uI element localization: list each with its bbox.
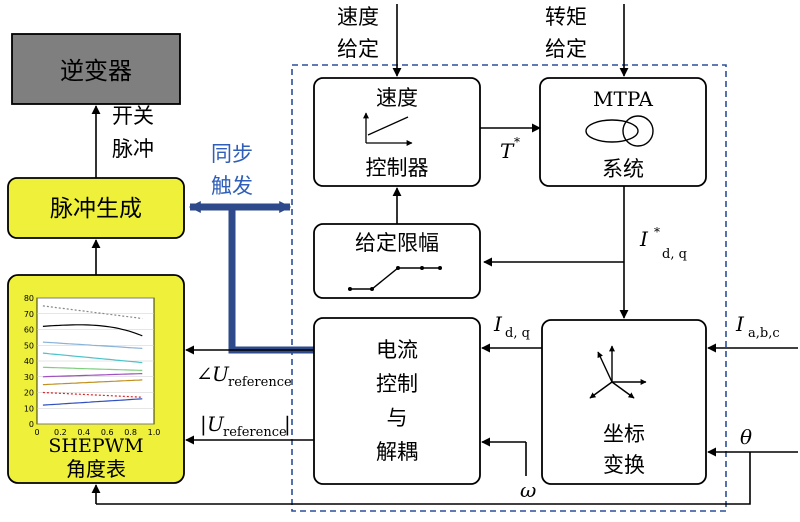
omega-label: ω: [520, 478, 536, 502]
ramp-graph-icon: [363, 112, 413, 146]
t-star-label: T: [500, 139, 515, 163]
inset-x-tick: 1.0: [148, 428, 161, 437]
inset-x-tick: 0.2: [54, 428, 67, 437]
sync-trigger-bus: [188, 201, 314, 354]
coord-label-1: 坐标: [603, 422, 645, 446]
inset-curve: [42, 352, 143, 364]
inset-curve: [42, 324, 143, 337]
shepwm-label-2: 角度表: [66, 457, 126, 481]
current-control-block: 电流 控制 与 解耦: [313, 317, 481, 485]
inset-x-tick: 0: [34, 428, 39, 437]
coord-transform-block: 坐标 变换: [541, 319, 707, 485]
inset-x-ticks: 0 0.2 0.4 0.6 0.8 1.0: [34, 428, 160, 437]
mtpa-block: MTPA 系统: [539, 77, 707, 187]
limiter-label: 给定限幅: [355, 231, 439, 255]
theta-label: θ: [740, 425, 752, 449]
inset-y-tick: 50: [24, 341, 34, 350]
inset-y-tick: 70: [24, 310, 34, 319]
inset-curve: [42, 398, 143, 406]
abc-axes-icon: [589, 345, 647, 399]
inset-chart: 0 10 20 30 40 50 60 70 80 0 0.2 0.4 0.6 0.8 1.0: [24, 294, 161, 437]
inset-curve: [42, 379, 143, 386]
idq-star-sub: d, q: [662, 247, 687, 262]
shepwm-block: 0 10 20 30 40 50 60 70 80 0 0.2 0.4 0.6 0.8 1.0 SHEPW…: [7, 274, 185, 484]
inset-y-tick: 60: [24, 326, 34, 335]
inset-curve: [42, 305, 143, 320]
inset-x-tick: 0.4: [77, 428, 90, 437]
inset-y-tick: 10: [24, 404, 34, 413]
torque-ref-label-2: 给定: [545, 37, 587, 61]
sync-label-2: 触发: [211, 174, 253, 198]
shepwm-label-1: SHEPWM: [48, 435, 143, 457]
inset-curve: [42, 341, 143, 349]
inset-y-tick: 80: [24, 294, 34, 303]
inset-y-tick: 30: [24, 373, 34, 382]
inverter-label: 逆变器: [60, 57, 132, 85]
angle-ref-u: U: [212, 362, 230, 386]
switch-label-1: 开关: [112, 104, 154, 128]
idq-star-sup: *: [654, 225, 660, 239]
idq-sub: d, q: [505, 326, 530, 341]
angle-ref-sub: reference: [228, 375, 292, 390]
inverter-block: 逆变器: [11, 33, 181, 105]
sync-label-1: 同步: [211, 142, 253, 166]
inset-grid: [37, 297, 154, 425]
limiter-block: 给定限幅: [313, 223, 481, 299]
current-ctrl-label-2: 控制: [376, 372, 418, 396]
speed-controller-block: 速度 控制器: [313, 77, 481, 187]
current-ctrl-label-4: 解耦: [376, 440, 418, 464]
inset-y-ticks: 0 10 20 30 40 50 60 70 80: [24, 294, 34, 429]
mtpa-label-1: MTPA: [593, 87, 653, 111]
current-ctrl-label-1: 电流: [376, 338, 418, 362]
pulse-gen-label: 脉冲生成: [50, 196, 142, 222]
inset-curve: [42, 391, 143, 398]
t-star-sup: *: [514, 135, 520, 149]
mag-ref-suffix: |: [284, 412, 291, 437]
speed-ref-label-2: 给定: [337, 37, 379, 61]
mag-ref-prefix: |: [200, 412, 207, 437]
current-ctrl-label-3: 与: [387, 406, 408, 430]
theta-loop-line: [96, 452, 751, 505]
inset-y-tick: 20: [24, 389, 34, 398]
inset-curve: [42, 366, 143, 371]
limiter-icon: [348, 266, 442, 291]
mag-ref-u: U: [207, 412, 225, 436]
torque-ref-label-1: 转矩: [545, 5, 587, 29]
idq-label: I: [493, 312, 503, 336]
speed-ctrl-label-2: 控制器: [366, 156, 429, 180]
mtpa-ellipse-icon: [585, 115, 654, 147]
inset-y-tick: 40: [24, 357, 34, 366]
speed-ref-label-1: 速度: [337, 5, 379, 29]
speed-ctrl-label-1: 速度: [376, 86, 418, 110]
idq-star-label: I: [639, 227, 649, 251]
angle-ref-prefix: ∠: [196, 362, 213, 386]
inset-y-tick: 0: [29, 420, 34, 429]
switch-label-2: 脉冲: [112, 137, 154, 161]
inset-curve: [42, 373, 143, 378]
iabc-label: I: [735, 312, 745, 336]
inset-x-tick: 0.8: [124, 428, 137, 437]
inset-curves: [42, 305, 143, 406]
pulse-gen-block: 脉冲生成: [7, 177, 185, 239]
iabc-sub: a,b,c: [748, 326, 780, 341]
inset-x-tick: 0.6: [101, 428, 114, 437]
mag-ref-sub: reference: [223, 425, 287, 440]
mtpa-label-2: 系统: [602, 157, 644, 181]
coord-label-2: 变换: [603, 453, 645, 477]
